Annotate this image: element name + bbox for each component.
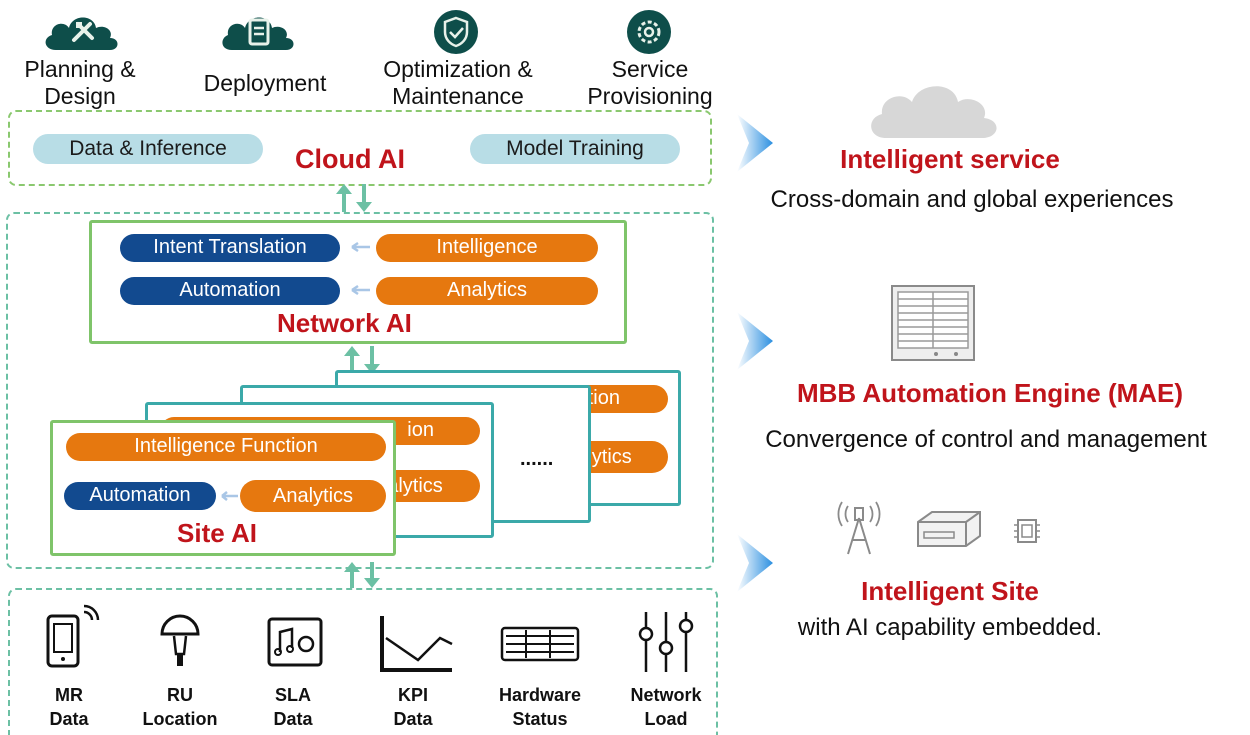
site-ai-title: Site AI bbox=[177, 518, 257, 548]
more-sites-ellipsis: ...... bbox=[520, 448, 554, 470]
intelligence-pill: Intelligence bbox=[376, 234, 598, 262]
sliders-icon bbox=[638, 612, 694, 672]
chevron-right-icon bbox=[737, 312, 773, 370]
site-analytics-pill: Analytics bbox=[240, 480, 386, 512]
chevron-right-icon bbox=[737, 114, 773, 172]
intelligent-site-subtitle: with AI capability embedded. bbox=[797, 614, 1103, 641]
deployment-icon bbox=[218, 8, 302, 61]
planning-design-icon bbox=[38, 8, 138, 61]
cloud-icon bbox=[871, 86, 997, 138]
mae-subtitle: Convergence of control and management bbox=[765, 426, 1207, 453]
intent-translation-pill: Intent Translation bbox=[120, 234, 340, 262]
sync-arrows-icon bbox=[344, 346, 380, 374]
cloud-ai-title: Cloud AI bbox=[295, 144, 405, 174]
sync-arrows-icon bbox=[336, 184, 372, 212]
baseband-unit-icon bbox=[917, 511, 981, 547]
ru-location-icon bbox=[160, 614, 200, 666]
intelligence-function-pill: Intelligence Function bbox=[66, 433, 386, 461]
server-rack-icon bbox=[891, 285, 975, 361]
data-sources-box bbox=[8, 588, 718, 735]
automation-pill: Automation bbox=[120, 277, 340, 305]
data-inference-pill: Data & Inference bbox=[33, 134, 263, 164]
cloud-ai-box bbox=[8, 110, 712, 186]
network-site-region bbox=[6, 212, 714, 569]
network-ai-title: Network AI bbox=[277, 308, 412, 338]
intelligent-service-title: Intelligent service bbox=[840, 144, 1060, 174]
analytics-pill: Analytics bbox=[376, 277, 598, 305]
hardware-icon bbox=[500, 626, 580, 662]
sync-arrows-icon bbox=[344, 562, 380, 588]
chevron-right-icon bbox=[737, 534, 773, 592]
mae-title: MBB Automation Engine (MAE) bbox=[796, 378, 1184, 408]
shield-check-icon bbox=[432, 8, 480, 61]
flow-arrow-icon bbox=[221, 491, 238, 501]
kpi-chart-icon bbox=[380, 616, 453, 672]
top-label-planning: Planning &Design bbox=[24, 56, 136, 109]
top-label-optimization: Optimization &Maintenance bbox=[383, 56, 533, 109]
intelligent-service-subtitle: Cross-domain and global experiences bbox=[770, 186, 1174, 213]
top-label-deployment: Deployment bbox=[203, 70, 327, 96]
antenna-tower-icon bbox=[837, 501, 881, 555]
intelligent-site-title: Intelligent Site bbox=[861, 576, 1039, 606]
sla-icon bbox=[267, 617, 323, 667]
model-training-pill: Model Training bbox=[470, 134, 680, 164]
mobile-signal-icon bbox=[46, 604, 100, 668]
gear-icon bbox=[625, 8, 673, 61]
site-automation-pill: Automation bbox=[64, 482, 216, 510]
chip-icon bbox=[1014, 519, 1040, 543]
flow-arrows-icon bbox=[351, 241, 370, 296]
